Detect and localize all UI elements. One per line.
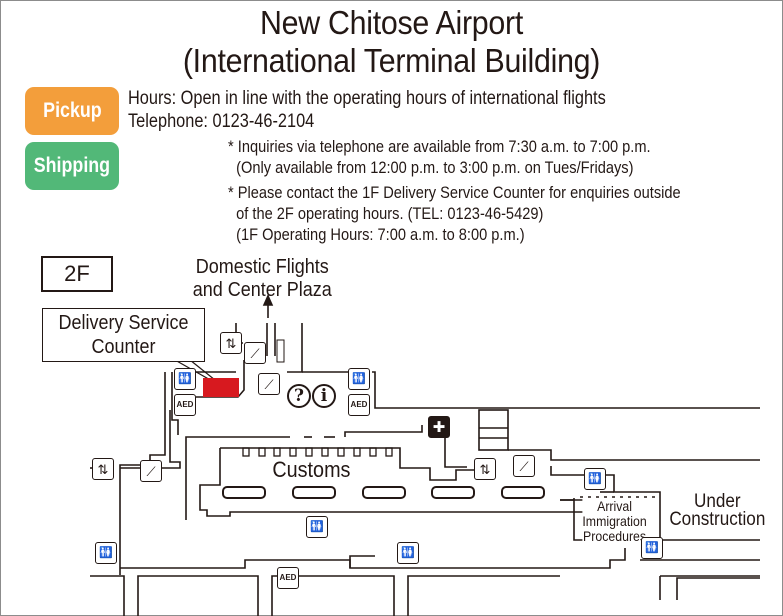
customs-label: Customs: [272, 457, 351, 482]
floor-indicator: 2F: [41, 256, 113, 292]
domestic-flights-label: Domestic Flights and Center Plaza: [193, 256, 332, 302]
page-title: New Chitose Airport (International Termi…: [31, 4, 751, 80]
restroom-icon: 🚻: [641, 537, 663, 559]
elevator-icon: ⇅: [92, 458, 114, 480]
delivery-counter-marker: [203, 378, 239, 397]
restroom-icon: 🚻: [306, 516, 328, 538]
shipping-badge: Shipping: [25, 142, 119, 190]
escalator-icon: ⟋: [244, 342, 266, 364]
title-line-1: New Chitose Airport: [259, 4, 524, 41]
note-line: * Please contact the 1F Delivery Service…: [228, 183, 681, 202]
counter-line-1: Delivery Service: [58, 312, 189, 334]
pickup-label: Pickup: [42, 99, 102, 122]
under-construction-label: Under Construction: [669, 491, 766, 530]
note-line: (Only available from 12:00 p.m. to 3:00 …: [228, 158, 634, 177]
domestic-line-2: and Center Plaza: [192, 279, 332, 301]
telephone-text: Telephone: 0123-46-2104: [128, 111, 315, 132]
restroom-icon: 🚻: [348, 368, 370, 390]
pickup-badge: Pickup: [25, 87, 119, 135]
note-line: (1F Operating Hours: 7:00 a.m. to 8:00 p…: [228, 225, 525, 244]
aed-icon: AED: [348, 394, 370, 416]
note-line: of the 2F operating hours. (TEL: 0123-46…: [228, 204, 544, 223]
question-icon: ?: [287, 384, 311, 408]
restroom-icon: 🚻: [95, 542, 117, 564]
aed-icon: AED: [174, 394, 196, 416]
shipping-label: Shipping: [33, 154, 111, 177]
title-line-2: (International Terminal Building): [182, 42, 601, 79]
information-icon: i: [312, 384, 336, 408]
restroom-icon: 🚻: [584, 468, 606, 490]
first-aid-icon: ✚: [428, 416, 450, 438]
elevator-icon: ⇅: [220, 332, 242, 354]
arrival-immigration-label: Arrival Immigration Procedures: [582, 498, 647, 544]
domestic-line-1: Domestic Flights: [195, 256, 329, 278]
escalator-icon: ⟋: [258, 373, 280, 395]
restroom-icon: 🚻: [397, 542, 419, 564]
hours-text: Hours: Open in line with the operating h…: [128, 88, 606, 109]
delivery-service-counter-callout: Delivery Service Counter: [42, 308, 205, 362]
note-line: * Inquiries via telephone are available …: [228, 137, 651, 156]
elevator-icon: ⇅: [474, 458, 496, 480]
construction-line-2: Construction: [669, 509, 766, 530]
arrival-line-2: Immigration: [582, 513, 647, 529]
escalator-icon: ⟋: [513, 455, 535, 477]
escalator-icon: ⟋: [140, 460, 162, 482]
counter-line-2: Counter: [91, 336, 156, 358]
arrival-line-1: Arrival: [597, 498, 633, 514]
restroom-icon: 🚻: [174, 368, 196, 390]
construction-line-1: Under: [694, 491, 741, 512]
arrival-line-3: Procedures: [583, 528, 647, 544]
aed-icon: AED: [277, 567, 299, 589]
